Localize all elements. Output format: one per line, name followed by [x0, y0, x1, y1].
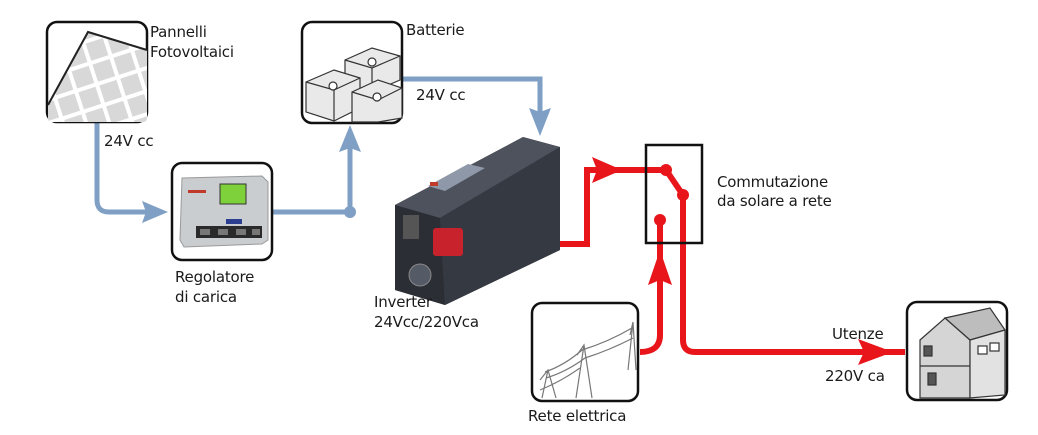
batteries-node — [300, 20, 404, 125]
dc-lines — [94, 76, 543, 215]
arrow-to-switch — [592, 157, 622, 183]
label-solar-panels-2: Fotovoltaici — [150, 43, 234, 61]
label-inverter-2: 24Vcc/220Vca — [374, 313, 479, 331]
label-loads: Utenze — [832, 325, 884, 343]
loads-node — [905, 300, 1009, 402]
grid-node — [530, 301, 640, 403]
label-edge-batteries-inverter: 24V cc — [416, 86, 466, 104]
house-icon — [919, 307, 1006, 399]
label-switch-1: Commutazione — [717, 173, 829, 191]
label-edge-panels-controller: 24V cc — [104, 132, 154, 150]
switch-contact-grid — [654, 214, 666, 226]
charge-controller-node — [170, 161, 274, 262]
label-solar-panels-1: Pannelli — [150, 23, 207, 41]
label-controller-2: di carica — [175, 288, 237, 306]
line-batteries-to-inverter — [403, 76, 543, 112]
junction-node — [344, 206, 356, 218]
arrow-grid-up — [648, 250, 672, 285]
line-switch-to-loads — [680, 195, 905, 355]
label-batteries: Batterie — [406, 21, 465, 39]
line-panels-to-controller — [94, 122, 150, 215]
arrow-to-controller — [142, 201, 168, 223]
battery-icon — [305, 47, 403, 123]
switch-box — [644, 143, 704, 245]
label-controller-1: Regolatore — [175, 268, 255, 286]
solar-panel-node — [45, 20, 149, 124]
solar-panel-icon — [47, 30, 148, 122]
arrow-to-inverter — [529, 108, 551, 136]
label-edge-switch-loads: 220V ca — [825, 367, 885, 385]
label-inverter-1: Inverter — [374, 293, 432, 311]
arrow-to-loads — [858, 339, 893, 365]
arrow-to-batteries — [339, 125, 361, 152]
label-switch-2: da solare a rete — [717, 192, 832, 210]
label-grid: Rete elettrica — [528, 407, 627, 425]
line-grid-to-switch — [639, 220, 663, 355]
switch-pivot — [660, 164, 672, 176]
inverter-icon — [395, 137, 560, 305]
charge-controller-icon — [179, 175, 269, 248]
switch-contact-solar — [677, 189, 689, 201]
power-pylon-icon — [539, 321, 637, 399]
